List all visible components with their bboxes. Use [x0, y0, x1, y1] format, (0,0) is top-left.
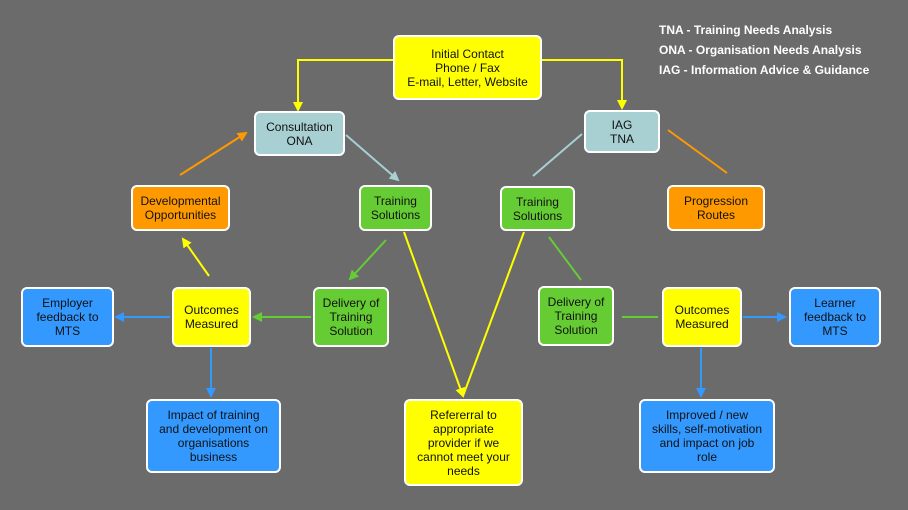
developmental-opportunities-box: Developmental Opportunities [131, 185, 230, 231]
initial-contact-box: Initial Contact Phone / Fax E-mail, Lett… [393, 35, 542, 100]
legend-tna: TNA - Training Needs Analysis [659, 23, 833, 37]
link-initial-to-iag [541, 59, 627, 110]
initial-contact-label: Initial Contact Phone / Fax E-mail, Lett… [407, 46, 528, 89]
outcomes-measured-left-box: Outcomes Measured [172, 287, 251, 347]
link-consultation-to-training-left [345, 134, 400, 182]
link-iag-to-progression [667, 129, 728, 174]
legend-iag: IAG - Information Advice & Guidance [659, 63, 870, 77]
outcomes-left-label: Outcomes Measured [184, 303, 239, 331]
consultation-ona-box: Consultation ONA [254, 111, 345, 156]
link-training-to-delivery-left [348, 239, 387, 281]
training-left-label: Training Solutions [370, 194, 421, 222]
employer-feedback-label: Employer feedback to MTS [36, 296, 99, 338]
delivery-left-label: Delivery of Training Solution [322, 296, 380, 338]
improved-skills-box: Improved / new skills, self-motivation a… [639, 399, 775, 473]
training-solutions-left-box: Training Solutions [359, 185, 432, 231]
iag-tna-box: IAG TNA [584, 110, 660, 153]
improved-label: Improved / new skills, self-motivation a… [651, 408, 763, 464]
link-initial-to-consultation [293, 59, 393, 112]
abbreviations-legend: TNA - Training Needs Analysis ONA - Orga… [659, 20, 869, 80]
learner-feedback-label: Learner feedback to MTS [803, 296, 867, 338]
delivery-right-label: Delivery of Training Solution [547, 295, 605, 337]
training-right-label: Training Solutions [512, 194, 563, 223]
impact-label: Impact of training and development on or… [159, 408, 268, 464]
link-outcomes-to-developmental [181, 237, 210, 277]
legend-ona: ONA - Organisation Needs Analysis [659, 43, 862, 57]
link-iag-to-training-right [532, 133, 583, 177]
iag-label: IAG TNA [610, 117, 634, 146]
outcomes-measured-right-box: Outcomes Measured [662, 287, 742, 347]
link-training-left-to-referral [403, 231, 465, 398]
progression-routes-box: Progression Routes [667, 185, 765, 231]
link-training-right-to-referral [462, 231, 525, 397]
progression-label: Progression Routes [683, 194, 749, 222]
link-training-to-delivery-right [548, 236, 582, 281]
consultation-label: Consultation ONA [266, 119, 333, 148]
referral-label: Refererral to appropriate provider if we… [417, 407, 510, 478]
training-solutions-right-box: Training Solutions [500, 186, 575, 231]
link-developmental-to-consultation [179, 131, 248, 176]
learner-feedback-box: Learner feedback to MTS [789, 287, 881, 347]
outcomes-right-label: Outcomes Measured [674, 303, 730, 331]
employer-feedback-box: Employer feedback to MTS [21, 287, 114, 347]
developmental-label: Developmental Opportunities [140, 194, 221, 222]
delivery-training-left-box: Delivery of Training Solution [313, 287, 389, 347]
delivery-training-right-box: Delivery of Training Solution [538, 286, 614, 346]
referral-box: Refererral to appropriate provider if we… [404, 399, 523, 486]
impact-box: Impact of training and development on or… [146, 399, 281, 473]
